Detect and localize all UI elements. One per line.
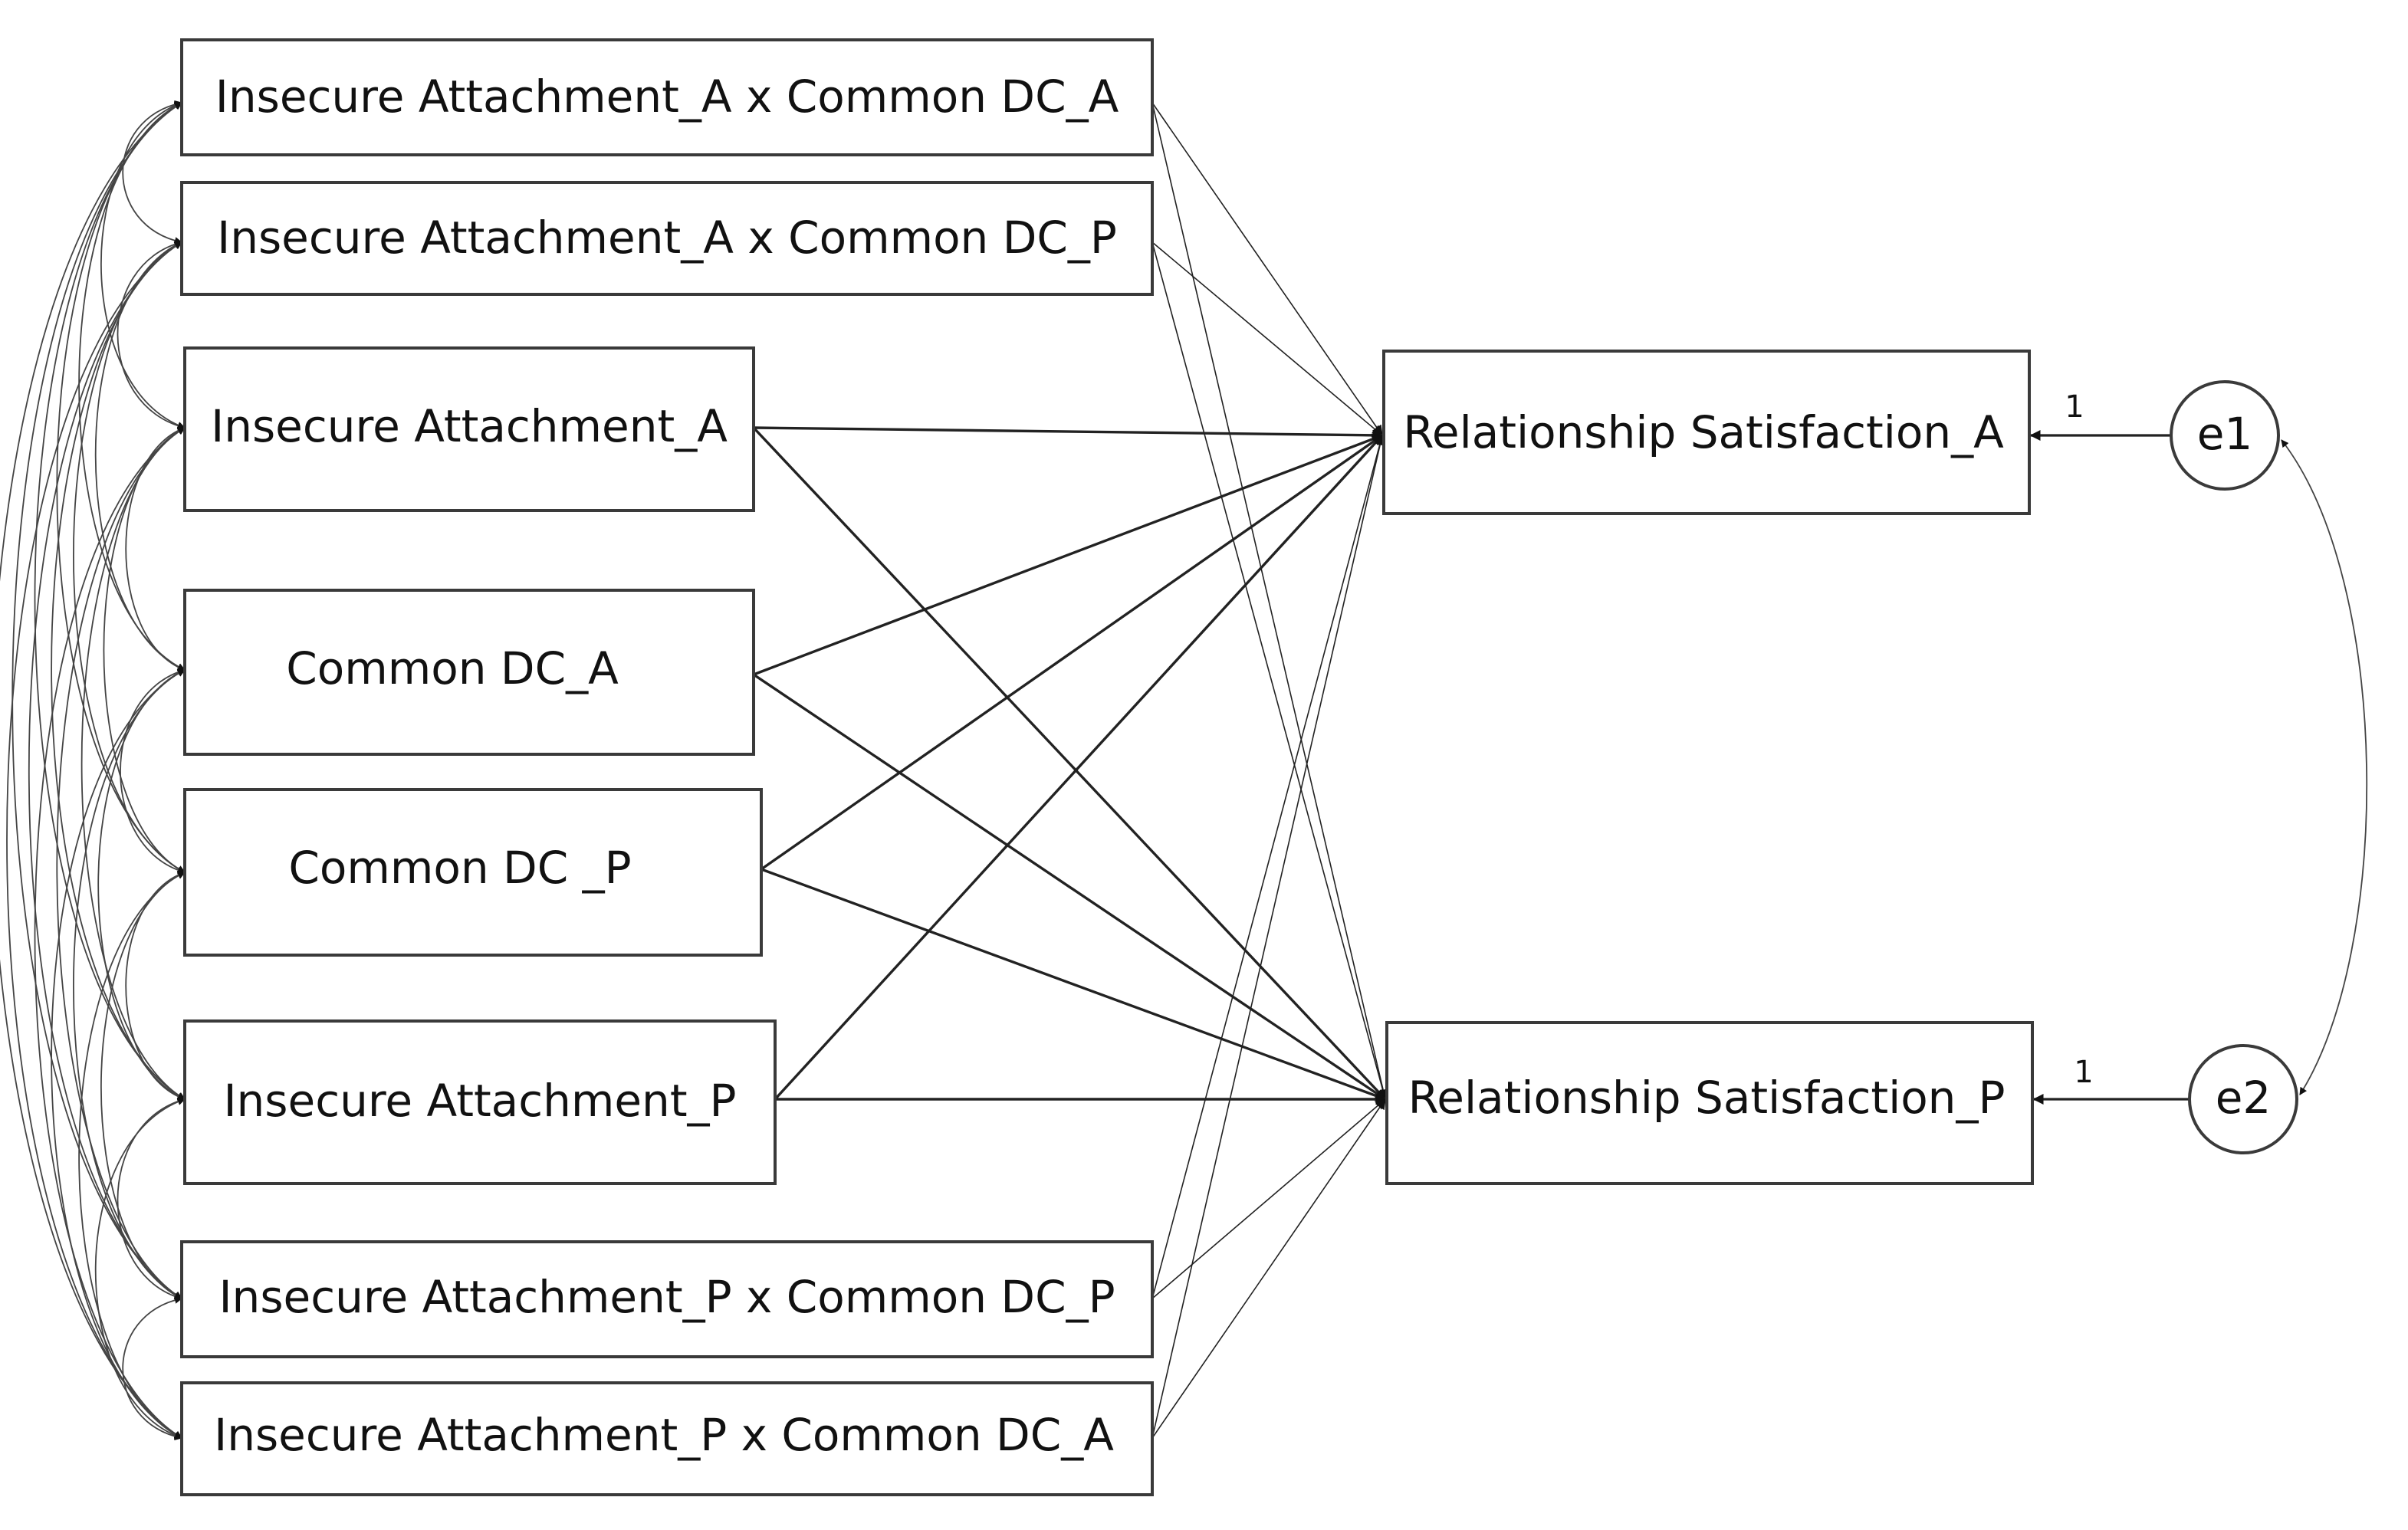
path-dc_p-to-rs_p (761, 868, 1387, 1102)
path-dc_a-to-rs_p (753, 673, 1387, 1101)
covariance-ia_a_x_dc_a-ia_p_x_dc_a (0, 102, 182, 1439)
covariance-ia_a_x_dc_p-ia_a (117, 240, 186, 430)
path-ia_p_x_dc_p-to-rs_a (1151, 434, 1385, 1299)
error-node-e1: e1 (2170, 380, 2280, 491)
error-label: e2 (2216, 1072, 2272, 1124)
predictor-label: Insecure Attachment_P x Common DC_P (218, 1271, 1115, 1323)
covariance-ia_a_x_dc_p-ia_p_x_dc_a (6, 241, 182, 1439)
covariance-ia_p-ia_p_x_dc_a (94, 1098, 186, 1440)
covariance-ia_a_x_dc_a-dc_a (78, 102, 186, 671)
regression-paths (752, 102, 1388, 1439)
covariance-ia_a_x_dc_p-dc_p (73, 241, 186, 873)
covariance-ia_a_x_dc_a-ia_a (100, 101, 186, 429)
outcome-label: Relationship Satisfaction_P (1408, 1072, 2006, 1124)
covariance-dc_p-ia_p_x_dc_a (78, 872, 186, 1439)
path-ia_a_x_dc_p-to-rs_a (1151, 241, 1384, 436)
predictor-label: Insecure Attachment_A x Common DC_A (215, 71, 1119, 123)
predictor-label: Common DC_A (286, 642, 619, 694)
outcome-node-rs-p: Relationship Satisfaction_P (1385, 1021, 2034, 1185)
predictor-node-ia-p: Insecure Attachment_P (183, 1019, 777, 1185)
path-ia_p_x_dc_a-to-rs_p (1151, 1098, 1386, 1439)
loading-label-e1: 1 (2065, 389, 2084, 425)
predictor-label: Common DC _P (288, 842, 631, 894)
predictor-node-ia-a-x-dc-a: Insecure Attachment_A x Common DC_A (180, 38, 1154, 156)
predictor-covariance-curves (0, 100, 186, 1440)
covariance-ia_a_x_dc_a-ia_a_x_dc_p (122, 100, 182, 245)
predictor-node-ia-a: Insecure Attachment_A (183, 346, 755, 512)
error-node-e2: e2 (2188, 1044, 2298, 1154)
path-ia_a_x_dc_a-to-rs_a (1151, 102, 1383, 437)
covariance-ia_a-ia_p (80, 427, 186, 1100)
outcome-node-rs-a: Relationship Satisfaction_A (1382, 350, 2031, 515)
outcome-label: Relationship Satisfaction_A (1403, 406, 2004, 458)
error-covariance-e1-e2 (2281, 439, 2368, 1095)
covariance-ia_a_x_dc_p-dc_a (94, 241, 186, 671)
covariance-ia_a_x_dc_p-ia_p (51, 241, 186, 1100)
predictor-node-ia-a-x-dc-p: Insecure Attachment_A x Common DC_P (180, 181, 1154, 296)
path-ia_a_x_dc_p-to-rs_p (1151, 241, 1388, 1101)
path-dc_a-to-rs_a (753, 433, 1384, 676)
covariance-dc_a-ia_p_x_dc_p (73, 669, 186, 1299)
path-ia_a_x_dc_a-to-rs_p (1151, 102, 1388, 1101)
predictor-label: Insecure Attachment_P (223, 1075, 736, 1127)
predictor-label: Insecure Attachment_P x Common DC_A (214, 1409, 1114, 1461)
error-links (2029, 430, 2368, 1105)
path-ia_p_x_dc_p-to-rs_p (1151, 1098, 1387, 1299)
covariance-ia_p-ia_p_x_dc_p (117, 1097, 186, 1301)
covariance-dc_a-dc_p (120, 668, 186, 875)
path-ia_a-to-rs_a (753, 426, 1384, 441)
covariance-ia_a_x_dc_p-ia_p_x_dc_p (28, 241, 182, 1299)
path-ia_a-to-rs_p (752, 426, 1387, 1101)
path-dc_p-to-rs_a (761, 434, 1384, 871)
covariance-ia_a-dc_a (125, 426, 186, 671)
predictor-node-ia-p-x-dc-a: Insecure Attachment_P x Common DC_A (180, 1381, 1154, 1496)
covariance-dc_p-ia_p (125, 871, 186, 1101)
covariance-ia_p_x_dc_p-ia_p_x_dc_a (122, 1296, 182, 1440)
predictor-label: Insecure Attachment_A (211, 400, 728, 452)
covariance-dc_p-ia_p_x_dc_p (100, 872, 186, 1299)
predictor-node-dc-p: Common DC _P (183, 788, 763, 957)
path-ia_p-to-rs_a (774, 434, 1384, 1101)
predictor-label: Insecure Attachment_A x Common DC_P (217, 212, 1117, 264)
path-ia_p_x_dc_a-to-rs_a (1151, 434, 1386, 1439)
error-label: e1 (2197, 408, 2253, 460)
loading-label-e2: 1 (2074, 1055, 2093, 1090)
covariance-dc_a-ia_p_x_dc_a (51, 669, 186, 1439)
predictor-node-dc-a: Common DC_A (183, 589, 755, 756)
covariance-ia_a-dc_p (103, 427, 186, 873)
covariance-ia_a-ia_p_x_dc_a (34, 427, 186, 1439)
predictor-node-ia-p-x-dc-p: Insecure Attachment_P x Common DC_P (180, 1240, 1154, 1358)
